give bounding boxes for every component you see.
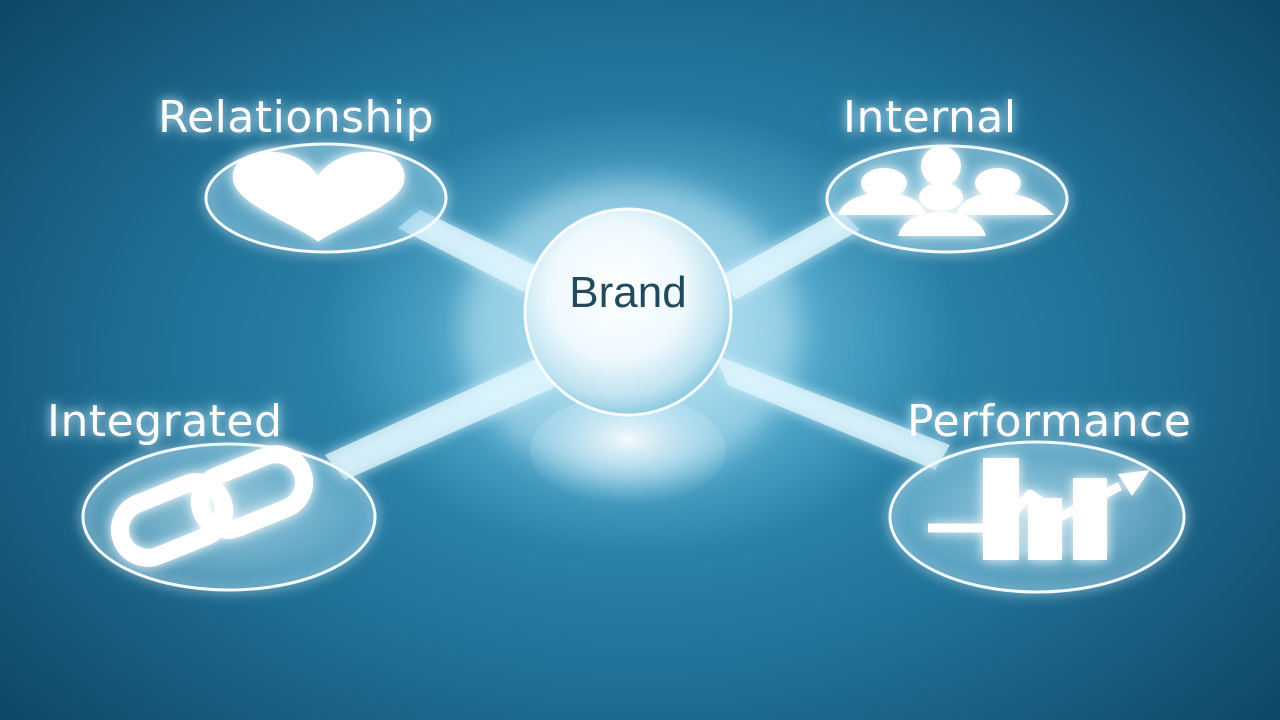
heart-icon xyxy=(232,151,405,242)
node-performance xyxy=(888,440,1186,594)
brand-sphere xyxy=(523,207,733,417)
node-integrated xyxy=(81,442,377,592)
label-relationship: Relationship xyxy=(158,92,435,143)
label-internal: Internal xyxy=(843,92,1017,143)
chain-link-icon xyxy=(110,445,314,567)
label-integrated: Integrated xyxy=(47,396,283,447)
node-internal xyxy=(825,144,1069,254)
node-relationship xyxy=(204,142,448,254)
brand-label: Brand xyxy=(569,268,687,317)
bar-chart-trend-icon xyxy=(928,458,1150,560)
sphere-reflection xyxy=(530,395,726,505)
people-group-icon xyxy=(838,146,1054,236)
label-performance: Performance xyxy=(907,396,1192,447)
